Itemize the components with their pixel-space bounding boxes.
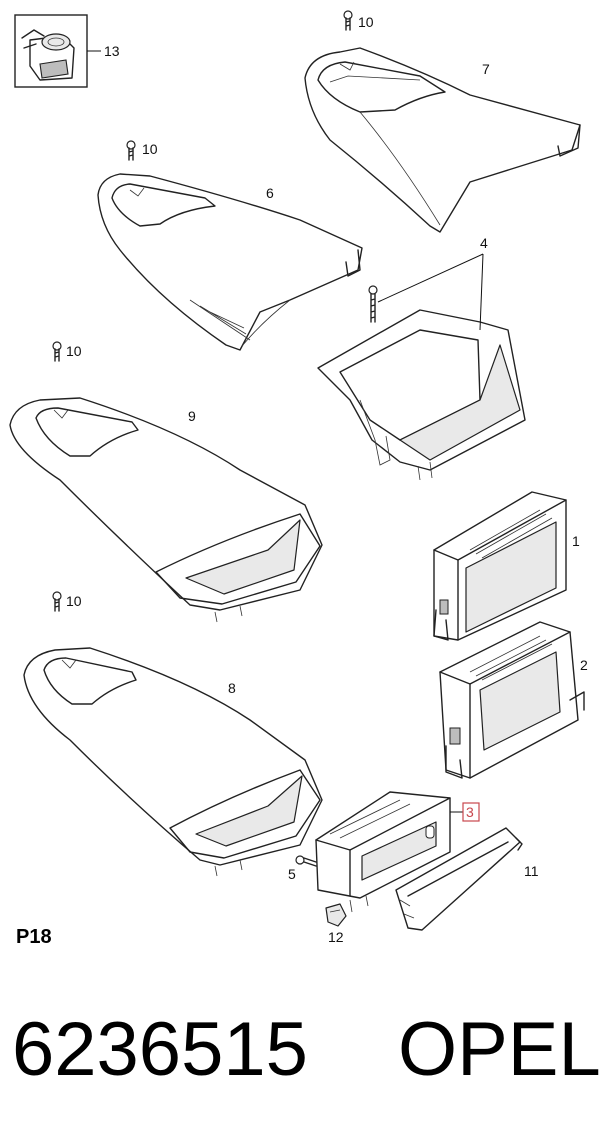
callout-13: 13: [104, 43, 120, 59]
screw-icon: [52, 591, 62, 612]
callout-4: 4: [480, 235, 488, 251]
screw-icon: [52, 341, 62, 362]
callout-10-upper: 10: [142, 141, 158, 157]
callout-11: 11: [524, 863, 539, 879]
callout-5: 5: [288, 866, 296, 882]
display-unit-part-2: [439, 621, 585, 779]
highlight-box: [462, 802, 480, 822]
callout-1: 1: [572, 533, 580, 549]
display-unit-part-1: [433, 491, 567, 641]
callout-9: 9: [188, 408, 196, 424]
callout-12: 12: [328, 929, 344, 945]
callout-3: 3: [466, 804, 474, 820]
bezel-part-7: [304, 47, 581, 233]
clip-part-12: [325, 903, 347, 927]
bezel-part-9: [9, 397, 323, 623]
sheet-code: P18: [16, 926, 52, 948]
callout-10-mid: 10: [66, 343, 82, 359]
callout-10-top: 10: [358, 14, 374, 30]
control-unit-part-3: [315, 791, 463, 913]
screw-icon: [343, 10, 353, 31]
bezel-part-8: [23, 647, 323, 877]
callout-8: 8: [228, 680, 236, 696]
cover-part-11: [395, 827, 523, 931]
bezel-part-6: [97, 173, 363, 351]
part-number: 6236515: [12, 1007, 308, 1092]
brand-name: OPEL: [398, 1007, 600, 1092]
callout-2: 2: [580, 657, 588, 673]
screw-icon: [295, 855, 317, 867]
sensor-part-13: [14, 14, 101, 88]
bracket-part-4: [317, 253, 526, 481]
callout-10-lower: 10: [66, 593, 82, 609]
callout-6: 6: [266, 185, 274, 201]
callout-7: 7: [482, 61, 490, 77]
screw-icon: [126, 140, 136, 161]
